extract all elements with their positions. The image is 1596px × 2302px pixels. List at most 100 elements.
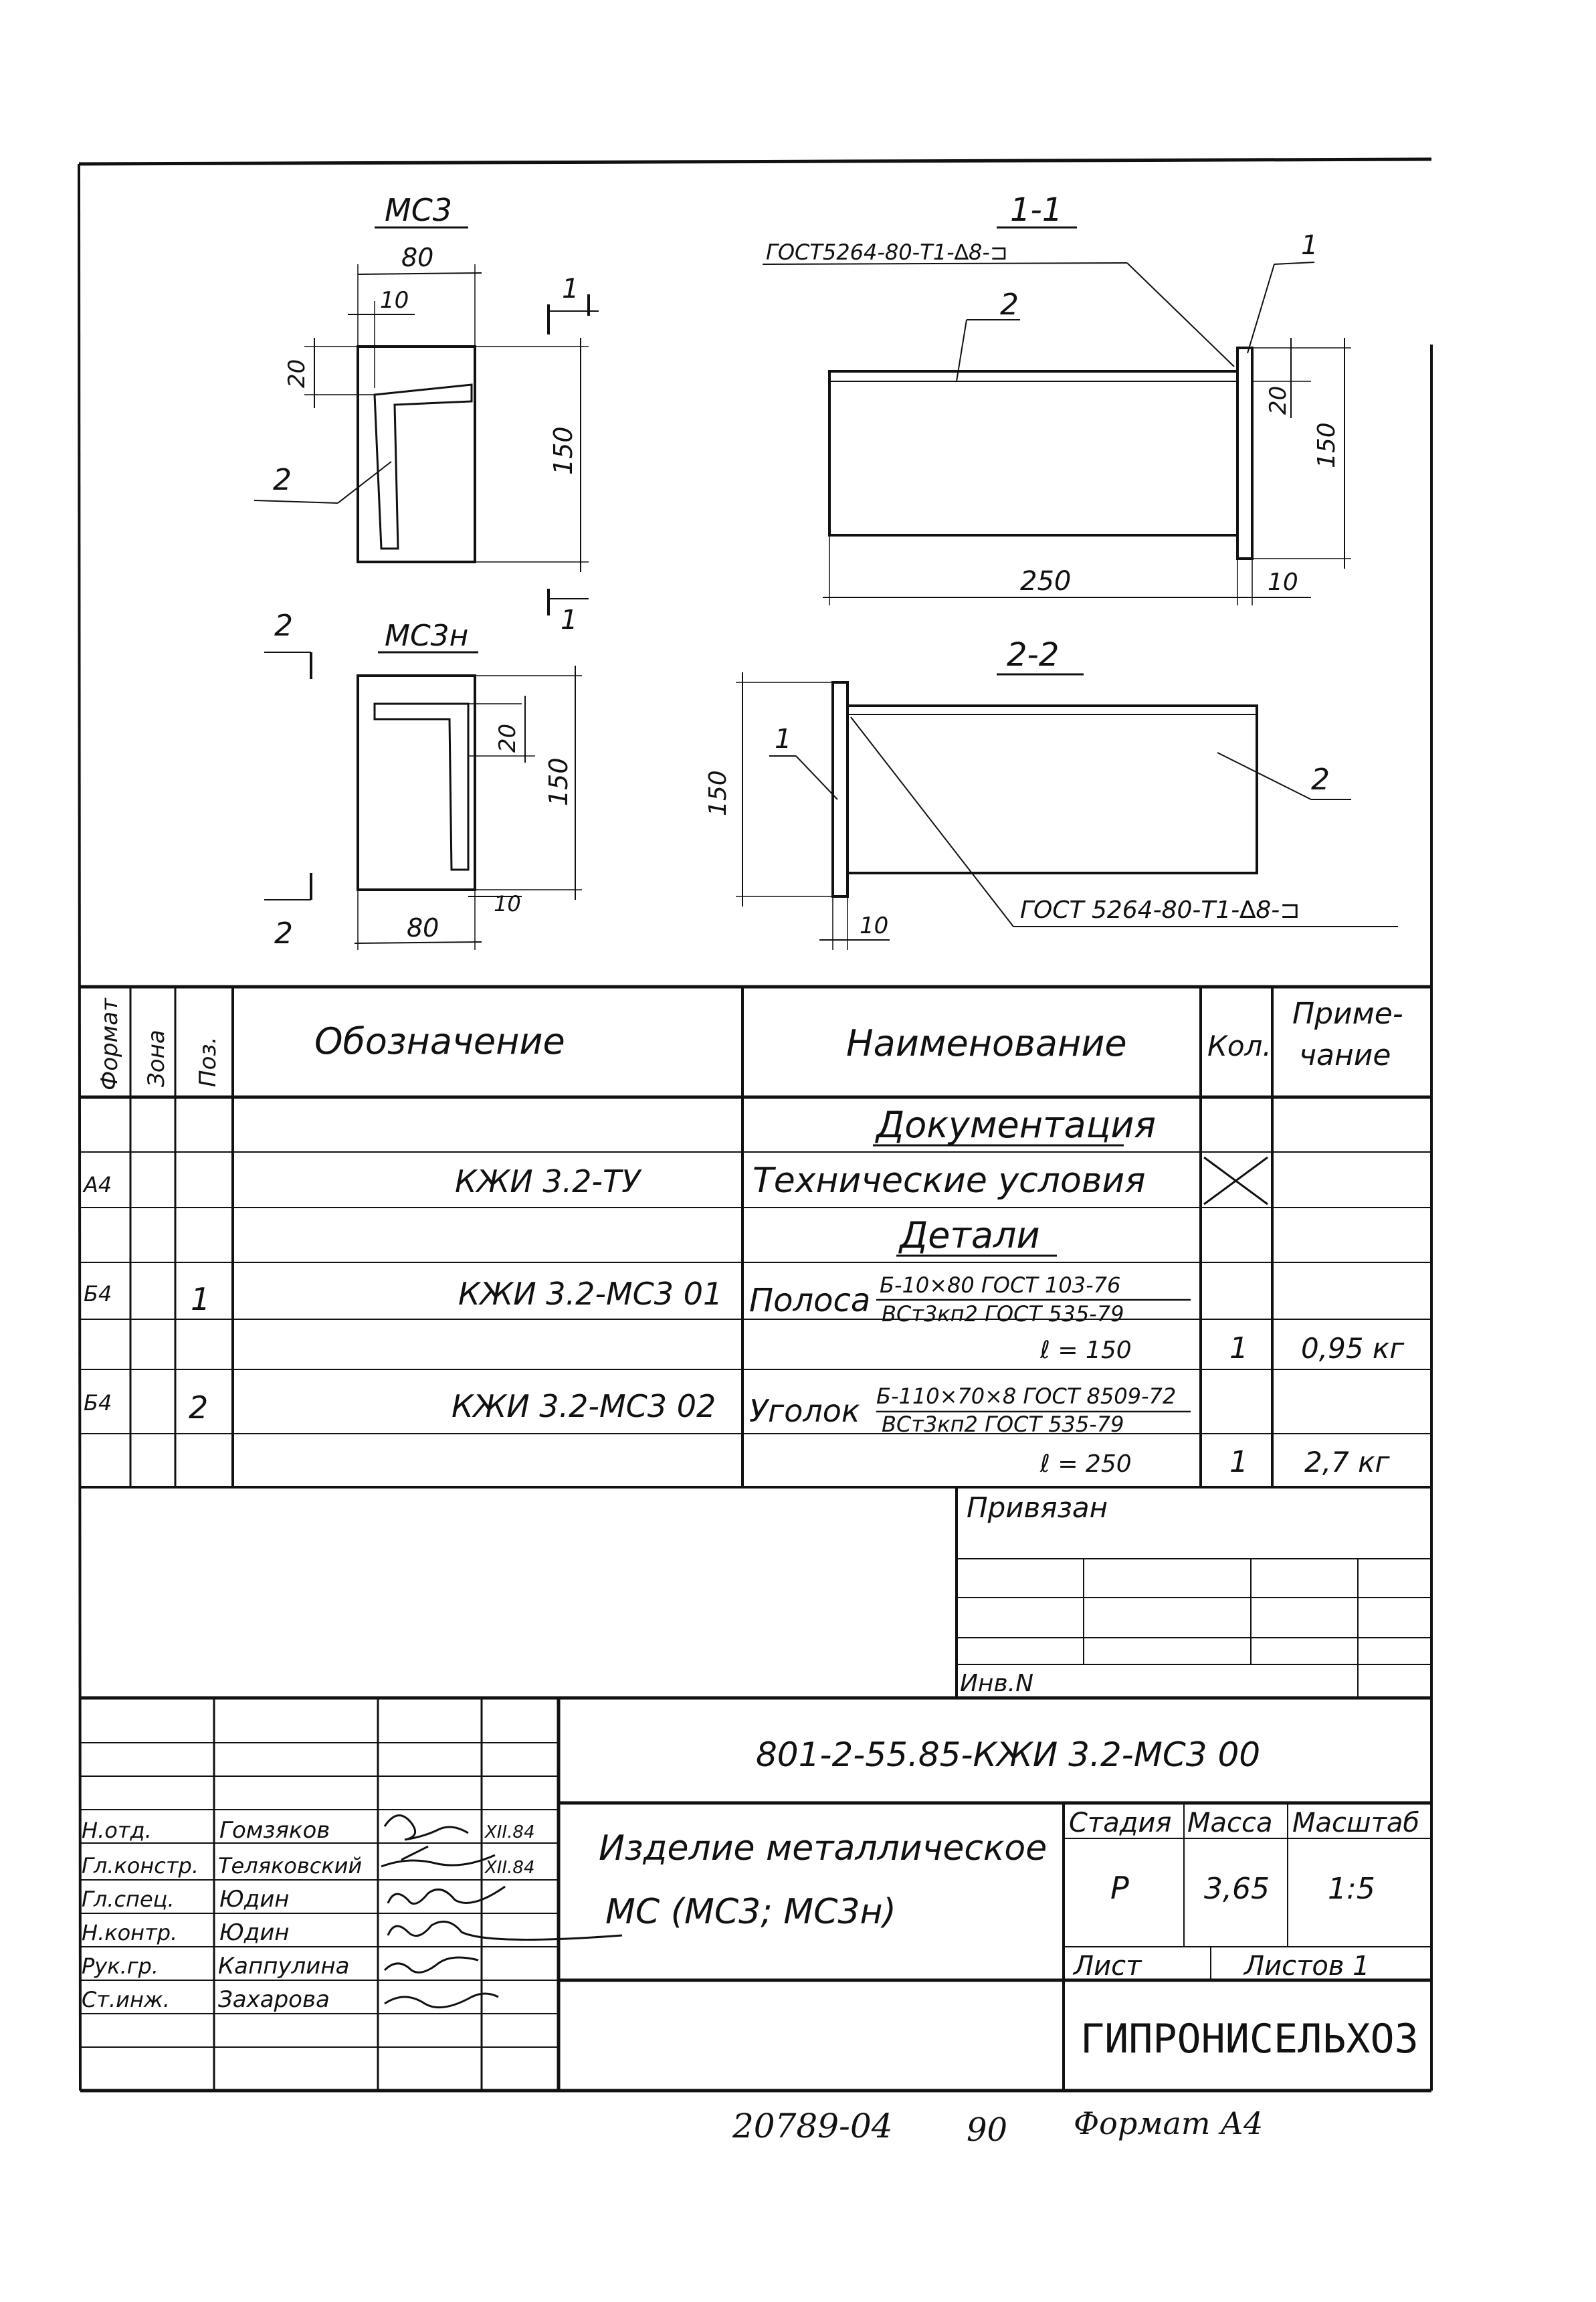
view-ms3n-title: МС3н xyxy=(385,619,468,653)
part2-length: ℓ = 250 xyxy=(1039,1450,1132,1478)
section-1-1-dim-thickness: 10 xyxy=(1268,569,1298,596)
part1-qty: 1 xyxy=(1229,1331,1248,1365)
signature-scribble xyxy=(383,1814,469,1841)
ms3n-section-mark-bottom: 2 xyxy=(274,917,293,951)
ms3n-dim-height: 150 xyxy=(544,757,573,806)
part2-designation: КЖИ 3.2-МС3 02 xyxy=(452,1388,716,1424)
header-pos: Поз. xyxy=(195,1037,221,1087)
signature-scribble xyxy=(381,1845,496,1868)
part1-pos: 1 xyxy=(191,1281,210,1317)
ms3-pos: 2 xyxy=(273,463,292,497)
signer-name: Юдин xyxy=(219,1919,290,1946)
binding-inv: Инв.N xyxy=(960,1670,1033,1697)
ms3-dim-offset: 10 xyxy=(380,287,409,314)
footer-format: Формат А4 xyxy=(1074,2105,1263,2141)
doc-row-designation: КЖИ 3.2-ТУ xyxy=(455,1163,642,1200)
stage-value: Р xyxy=(1110,1870,1129,1906)
title-block-grid xyxy=(80,1698,1431,2091)
mass-value: 3,65 xyxy=(1204,1872,1270,1906)
section-1-1-dim-length: 250 xyxy=(1020,566,1071,597)
ms3-section-mark-top: 1 xyxy=(562,274,579,304)
signer-role: Н.контр. xyxy=(82,1920,177,1945)
part1-name: Полоса xyxy=(749,1282,870,1319)
signer-role: Рук.гр. xyxy=(82,1953,159,1979)
section-1-1-pos-plate: 1 xyxy=(1301,230,1318,261)
section-2-2-pos-plate: 1 xyxy=(775,724,791,755)
header-note-line2: чание xyxy=(1299,1038,1391,1072)
footer-page: 90 xyxy=(967,2111,1007,2149)
sheet-frame xyxy=(78,157,1433,2093)
section-2-2-title: 2-2 xyxy=(1007,636,1059,674)
section-1-1-dim-height: 150 xyxy=(1313,422,1340,468)
section-parts: Детали xyxy=(898,1214,1040,1256)
section-1-1-weld: ГОСТ5264-80-Т1-∆8-⊐ xyxy=(766,239,1008,265)
signer-name: Теляковский xyxy=(218,1853,362,1879)
ms3n-dim-width: 80 xyxy=(407,913,439,943)
part2-note: 2,7 кг xyxy=(1304,1446,1391,1478)
sheet-label: Лист xyxy=(1072,1951,1142,1982)
section-2-2-dim-height: 150 xyxy=(704,770,732,816)
signer-role: Гл.спец. xyxy=(82,1887,175,1912)
view-ms3n xyxy=(264,652,582,950)
ms3-section-mark-bottom: 1 xyxy=(561,605,577,636)
org-name: ГИПРОНИСЕЛЬХОЗ xyxy=(1080,2016,1419,2063)
header-zone: Зона xyxy=(143,1030,170,1087)
part2-qty: 1 xyxy=(1229,1445,1248,1479)
part2-name: Уголок xyxy=(749,1393,860,1429)
part1-note: 0,95 кг xyxy=(1301,1332,1405,1365)
signer-role: Гл.констр. xyxy=(82,1853,199,1879)
section-1-1-pos-angle: 2 xyxy=(1000,288,1019,322)
view-ms3-title: МС3 xyxy=(385,192,452,228)
mass-header: Масса xyxy=(1187,1808,1273,1838)
signer-date: XII.84 xyxy=(484,1858,535,1878)
signer-name: Захарова xyxy=(218,1986,330,2013)
signatures xyxy=(381,1814,623,2009)
part1-format: Б4 xyxy=(84,1281,112,1307)
header-note-line1: Приме- xyxy=(1292,997,1403,1031)
title-code: 801-2-55.85-КЖИ 3.2-МС3 00 xyxy=(756,1735,1260,1774)
ms3-dim-height: 150 xyxy=(548,426,578,475)
signature-scribble xyxy=(383,1956,479,1974)
signer-date: XII.84 xyxy=(484,1822,535,1842)
stage-header: Стадия xyxy=(1069,1808,1171,1838)
part1-length: ℓ = 150 xyxy=(1039,1337,1132,1364)
view-ms3 xyxy=(254,264,599,615)
binding-block xyxy=(80,1487,1431,1700)
signer-name: Каппулина xyxy=(218,1953,349,1980)
section-1-1 xyxy=(762,262,1351,605)
part2-frac-top: Б-110×70×8 ГОСТ 8509-72 xyxy=(876,1383,1176,1409)
section-1-1-title: 1-1 xyxy=(1010,191,1062,229)
title-name-line1: Изделие металлическое xyxy=(599,1828,1047,1868)
section-2-2 xyxy=(736,672,1398,950)
title-name-line2: МС (МС3; МС3н) xyxy=(605,1892,896,1932)
footer-number: 20789-04 xyxy=(732,2107,893,2145)
header-qty: Кол. xyxy=(1207,1030,1272,1062)
signature-scribble xyxy=(387,1920,623,1941)
ms3n-section-mark-top: 2 xyxy=(274,609,293,643)
signer-role: Н.отд. xyxy=(82,1818,152,1843)
signature-scribble xyxy=(384,1992,499,2009)
part2-frac-bottom: ВСт3кп2 ГОСТ 535-79 xyxy=(882,1412,1124,1437)
section-1-1-dim-top: 20 xyxy=(1265,386,1292,415)
part1-designation: КЖИ 3.2-МС3 01 xyxy=(458,1276,722,1312)
ms3n-dim-top: 20 xyxy=(494,724,521,753)
ms3n-dim-offset: 10 xyxy=(494,891,521,917)
scale-value: 1:5 xyxy=(1328,1872,1375,1906)
ms3-dim-top: 20 xyxy=(284,359,310,388)
doc-row-name: Технические условия xyxy=(753,1161,1146,1201)
ms3-dim-width: 80 xyxy=(401,243,433,272)
doc-row-format: А4 xyxy=(82,1172,112,1197)
section-docs: Документация xyxy=(875,1104,1156,1146)
sheets-label: Листов 1 xyxy=(1243,1951,1370,1982)
header-designation: Обозначение xyxy=(314,1020,565,1062)
spec-table-grid xyxy=(80,985,1431,1489)
header-format: Формат xyxy=(96,997,123,1090)
scale-header: Масштаб xyxy=(1292,1808,1419,1838)
signer-role: Ст.инж. xyxy=(82,1987,170,2012)
section-2-2-pos-angle: 2 xyxy=(1311,763,1330,797)
section-2-2-weld: ГОСТ 5264-80-Т1-∆8-⊐ xyxy=(1020,896,1300,924)
part2-pos: 2 xyxy=(189,1389,208,1426)
signer-name: Юдин xyxy=(219,1886,290,1913)
section-2-2-dim-thickness: 10 xyxy=(860,913,888,939)
